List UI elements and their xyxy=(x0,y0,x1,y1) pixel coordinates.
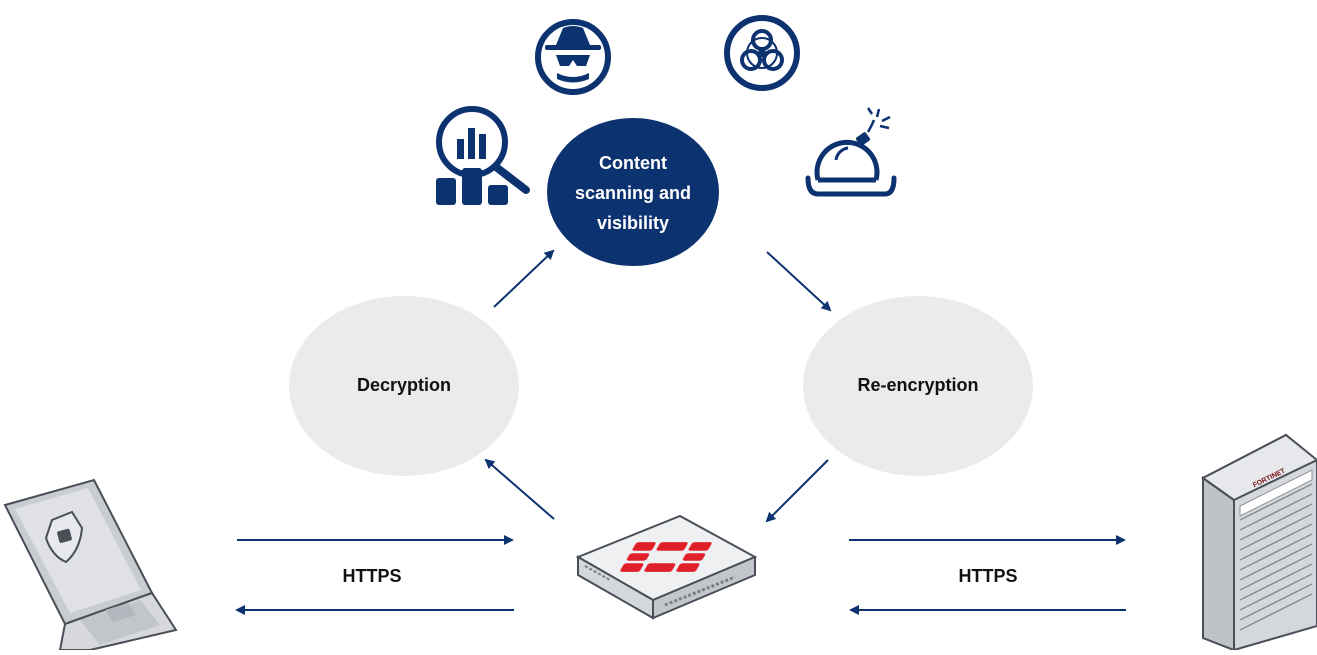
rack-slot xyxy=(1239,493,1313,531)
https-left-label: HTTPS xyxy=(342,566,402,586)
spy-hacker-icon xyxy=(535,19,611,95)
reencryption-ellipse xyxy=(803,296,1033,476)
center-label-line-1: Content xyxy=(599,153,667,173)
biohazard-icon xyxy=(724,15,800,91)
decryption-label: Decryption xyxy=(356,375,452,395)
analytics-search-icon xyxy=(436,106,530,205)
arrow-scanning-to-reencryption xyxy=(766,251,832,312)
center-label-line-2: scanning and xyxy=(574,183,691,203)
reencryption-label: Re-encryption xyxy=(857,375,979,395)
rack-slot xyxy=(1239,583,1313,621)
server-rack-icon xyxy=(1201,433,1317,652)
firewall-appliance-icon xyxy=(575,514,758,620)
arrow-reencryption-to-firewall xyxy=(765,459,829,523)
rack-slot xyxy=(1239,503,1313,541)
rack-slot xyxy=(1239,483,1313,521)
arrow-firewall-to-decryption xyxy=(484,458,555,520)
rack-slot xyxy=(1239,593,1313,631)
arrow-decryption-to-scanning xyxy=(493,249,555,308)
content-scanning-label: Content scanning and visibility xyxy=(548,148,718,238)
laptop-shield-icon xyxy=(3,478,178,651)
rack-slot xyxy=(1239,533,1313,571)
rack-slot xyxy=(1239,543,1313,581)
content-scanning-ellipse xyxy=(547,118,719,266)
decryption-ellipse xyxy=(289,296,519,476)
rack-slot xyxy=(1239,513,1313,551)
center-label-line-3: visibility xyxy=(596,213,670,233)
rack-slot xyxy=(1239,573,1313,611)
https-right-label: HTTPS xyxy=(958,566,1018,586)
rack-slot xyxy=(1239,563,1313,601)
rack-slot xyxy=(1239,553,1313,591)
bomb-exploit-icon xyxy=(805,107,897,197)
rack-slot xyxy=(1239,523,1313,561)
